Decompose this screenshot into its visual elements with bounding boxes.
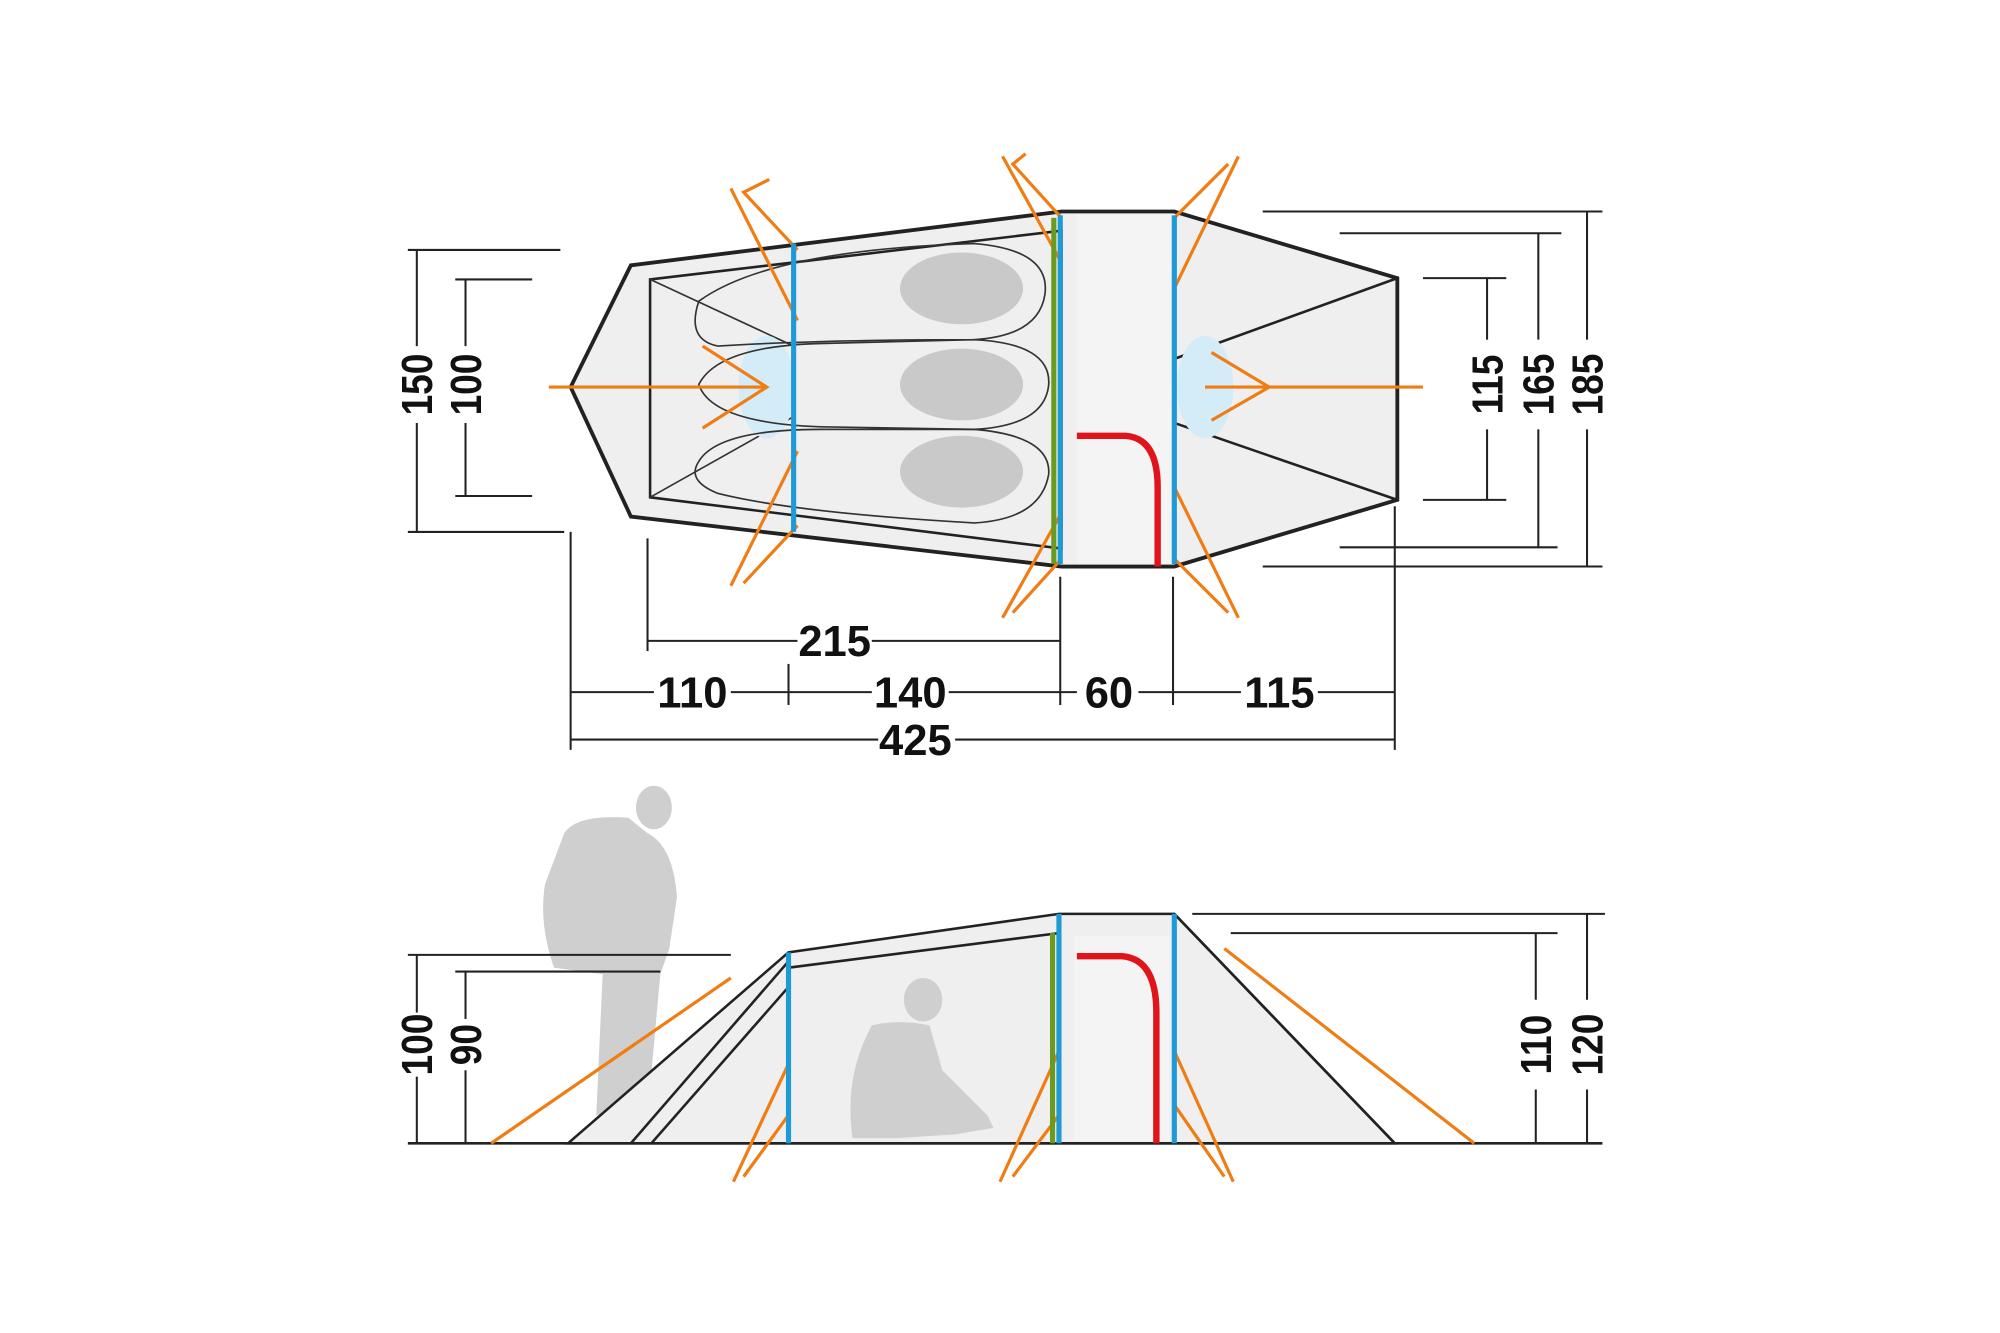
top-view: 150 100 115 165 185 215 110 14 xyxy=(392,152,1613,765)
door-zip xyxy=(1076,432,1161,567)
dimension-length: 215 110 140 60 115 425 xyxy=(569,506,1396,765)
dim-height-110: 110 xyxy=(1511,1015,1561,1075)
dim-115-length: 115 xyxy=(1244,670,1314,718)
dimension-height-left: 100 90 xyxy=(392,953,731,1144)
dim-height-90: 90 xyxy=(441,1024,491,1065)
dim-60: 60 xyxy=(1085,670,1133,718)
dimension-width-left: 150 100 xyxy=(392,248,565,533)
sleeping-bags xyxy=(694,242,1050,524)
vent-line xyxy=(649,278,794,347)
side-view: 100 90 110 120 xyxy=(392,785,1613,1183)
tent-side-outline xyxy=(564,912,1398,1145)
dim-100: 100 xyxy=(441,354,491,416)
standing-hiker-silhouette xyxy=(543,785,678,1116)
dim-185: 185 xyxy=(1563,354,1613,416)
dim-165: 165 xyxy=(1514,354,1564,416)
dimension-height-right: 110 120 xyxy=(1192,912,1613,1144)
dim-115: 115 xyxy=(1463,355,1513,415)
side-door-zip xyxy=(1076,952,1160,1144)
dim-height-120: 120 xyxy=(1563,1014,1613,1076)
dim-height-100: 100 xyxy=(392,1014,442,1076)
dim-425: 425 xyxy=(879,717,952,765)
dim-215: 215 xyxy=(798,618,871,666)
sitting-person-silhouette xyxy=(850,977,994,1139)
dim-110: 110 xyxy=(657,670,727,718)
dimension-width-right: 115 165 185 xyxy=(1262,210,1613,568)
dim-140: 140 xyxy=(874,670,947,718)
dim-150: 150 xyxy=(392,354,442,416)
